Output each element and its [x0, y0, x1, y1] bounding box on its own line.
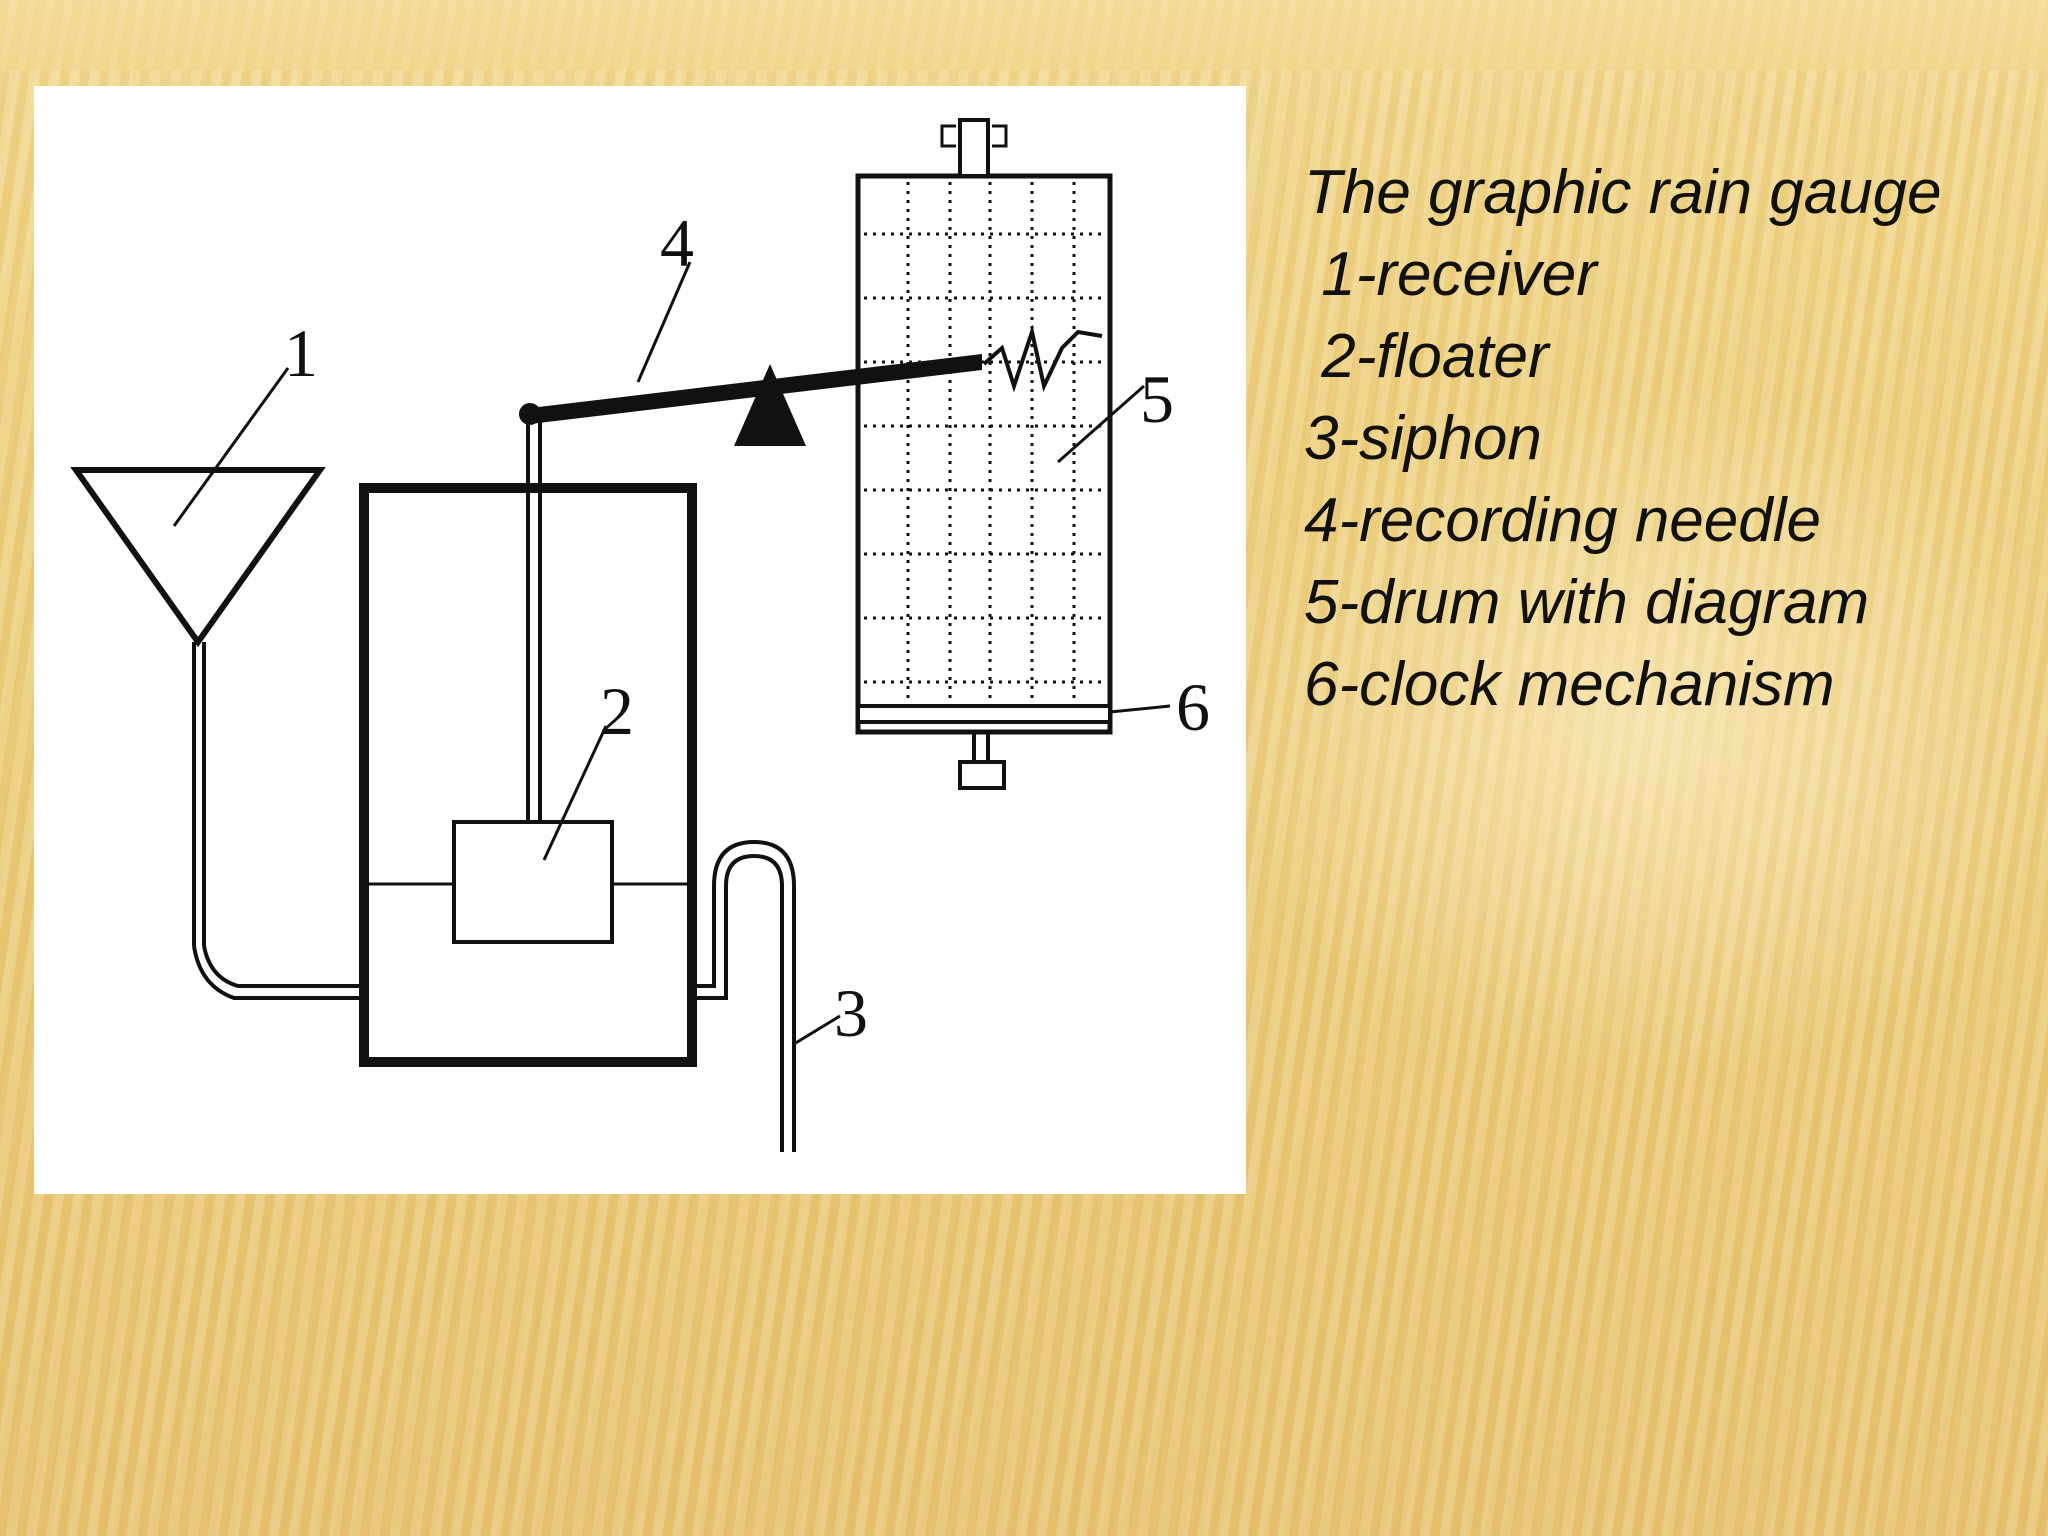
rain-gauge-diagram: 1 2 3 4 5 6	[34, 86, 1246, 1194]
leader-line-6	[1109, 704, 1171, 714]
float-chamber	[359, 412, 697, 1067]
floater	[452, 820, 614, 944]
caption-item-receiver: 1-receiver	[1304, 240, 1597, 309]
drum	[855, 118, 1113, 790]
receiver-funnel	[70, 467, 362, 1000]
label-2: 2	[600, 673, 634, 749]
label-6: 6	[1176, 669, 1210, 745]
label-4: 4	[660, 205, 694, 281]
leader-line-5	[1057, 384, 1145, 464]
leader-line-4	[636, 261, 692, 383]
caption-item-floater: 2-floater	[1304, 322, 1549, 391]
rain-gauge-svg: 1 2 3 4 5 6	[70, 118, 1210, 1152]
caption-item-recording-needle: 4-recording needle	[1304, 486, 1822, 555]
recording-needle	[519, 354, 982, 446]
caption-item-clock-mechanism: 6-clock mechanism	[1304, 650, 1835, 719]
leader-line-3	[793, 1014, 841, 1046]
leader-line-2	[542, 725, 608, 861]
clock-mechanism	[856, 704, 1112, 724]
label-3: 3	[834, 975, 868, 1051]
lever-pivot	[734, 364, 806, 446]
leader-line-1	[172, 367, 290, 527]
caption: The graphic rain gauge 1-receiver 2-floa…	[1304, 152, 2024, 726]
label-5: 5	[1140, 361, 1174, 437]
label-1: 1	[284, 315, 318, 391]
caption-item-drum: 5-drum with diagram	[1304, 568, 1870, 637]
recorded-trace	[982, 324, 1103, 393]
caption-title: The graphic rain gauge	[1304, 158, 1942, 227]
siphon	[692, 839, 796, 1152]
caption-item-siphon: 3-siphon	[1304, 404, 1542, 473]
